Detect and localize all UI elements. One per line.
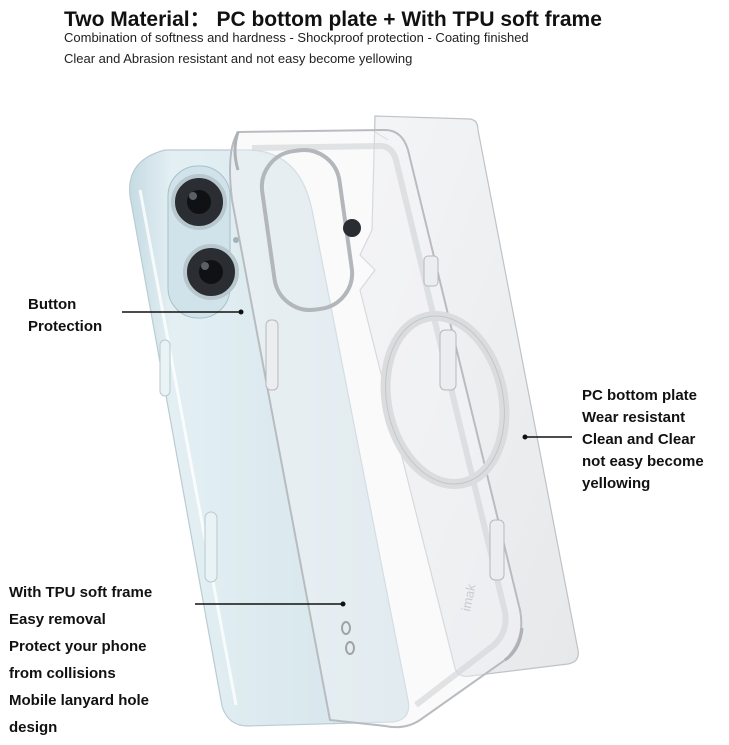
callout-line: Clean and Clear	[582, 431, 696, 448]
callout-line: not easy become	[582, 453, 704, 470]
camera-lens-top	[171, 174, 227, 230]
callout-line: Protect your phone	[9, 638, 147, 655]
page-title: Two Material： PC bottom plate + With TPU…	[64, 8, 602, 31]
brand-watermark: imak	[458, 582, 478, 612]
callout-line: design	[9, 719, 58, 736]
subtitle-line-1: Combination of softness and hardness - S…	[64, 30, 529, 45]
callout-line: PC bottom plate	[582, 387, 697, 404]
callout-line: Button	[28, 296, 77, 313]
callout-button-protection: Button Protection	[28, 294, 102, 338]
callout-line: Wear resistant	[582, 409, 686, 426]
callout-tpu-frame: With TPU soft frame Easy removal Protect…	[9, 579, 152, 741]
callout-line: Easy removal	[9, 611, 106, 628]
lanyard-hole	[341, 621, 351, 635]
tpu-soft-frame	[229, 128, 523, 729]
pc-bottom-plate	[359, 115, 579, 677]
callout-line: Mobile lanyard hole	[9, 692, 150, 709]
callout-line: yellowing	[582, 475, 651, 492]
callout-line: With TPU soft frame	[9, 584, 153, 601]
subtitle-line-2: Clear and Abrasion resistant and not eas…	[64, 51, 413, 66]
phone-side-button-2	[204, 511, 218, 583]
callout-line: Protection	[28, 318, 103, 335]
frame-button-guard-1	[265, 319, 279, 391]
camera-lens-bottom	[183, 244, 239, 300]
callout-line: from collisions	[9, 665, 116, 682]
callout-pc-plate: PC bottom plate Wear resistant Clean and…	[582, 385, 704, 495]
phone-side-button-1	[159, 339, 171, 397]
